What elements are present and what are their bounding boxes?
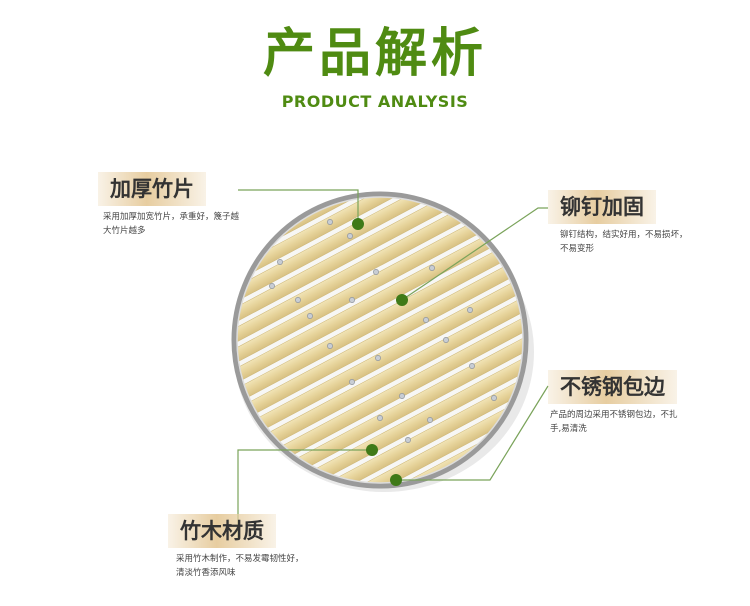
- page-subtitle: PRODUCT ANALYSIS: [281, 92, 469, 111]
- feature-label-bamboo-material: 竹木材质: [168, 514, 276, 548]
- feature-desc-line: 采用竹木制作，不易发霉韧性好，: [176, 554, 304, 564]
- marker-dot-steel: [390, 474, 402, 486]
- bamboo-slat: [236, 254, 524, 426]
- rivet: [423, 317, 429, 323]
- rivet: [467, 307, 473, 313]
- feature-desc-steel-edge: 产品的周边采用不锈钢包边，不扎 手,易清洗: [550, 408, 678, 436]
- rivet: [427, 417, 433, 423]
- feature-desc-line: 大竹片越多: [103, 226, 146, 236]
- rivets: [269, 219, 497, 443]
- bamboo-slat: [236, 196, 483, 331]
- bamboo-slat: [268, 333, 524, 484]
- steel-rim-highlight: [236, 196, 524, 484]
- feature-desc-bamboo-material: 采用竹木制作，不易发霉韧性好， 清淡竹香添风味: [176, 552, 304, 580]
- callout-line-steel: [396, 385, 549, 481]
- rivet: [491, 395, 497, 401]
- rivet: [347, 233, 353, 239]
- feature-desc-line: 铆钉结构，结实好用，不易损坏，: [560, 230, 688, 240]
- feature-desc-line: 产品的周边采用不锈钢包边，不扎: [550, 410, 678, 420]
- rivet: [405, 437, 411, 443]
- rivet: [307, 313, 313, 319]
- rivet: [429, 265, 435, 271]
- feature-desc-line: 采用加厚加宽竹片，承重好，篾子越: [103, 212, 240, 222]
- rivet: [295, 297, 301, 303]
- steel-rim: [231, 191, 529, 489]
- rivet: [269, 283, 275, 289]
- rivet: [277, 259, 283, 265]
- page-title: 产品解析: [262, 24, 487, 84]
- feature-desc-rivet: 铆钉结构，结实好用，不易损坏， 不易变形: [560, 228, 688, 256]
- rivet: [375, 355, 381, 361]
- bamboo-slat: [236, 196, 492, 347]
- rivet: [327, 343, 333, 349]
- rivet: [399, 393, 405, 399]
- feature-label-rivet: 铆钉加固: [548, 190, 656, 224]
- rivet: [349, 297, 355, 303]
- feature-desc-line: 清淡竹香添风味: [176, 568, 236, 578]
- feature-label-steel-edge: 不锈钢包边: [548, 370, 677, 404]
- marker-dot-thickness: [352, 218, 364, 230]
- callout-line-rivet: [401, 207, 548, 301]
- rivet: [373, 269, 379, 275]
- callout-line-material: [237, 449, 372, 540]
- rivet: [327, 219, 333, 225]
- feature-desc-line: 不易变形: [560, 244, 595, 254]
- rivet: [377, 415, 383, 421]
- rivet: [443, 337, 449, 343]
- rivet: [469, 363, 475, 369]
- callout-markers: [352, 218, 408, 486]
- callout-line-thickness: [238, 189, 359, 222]
- bamboo-slat: [277, 349, 524, 484]
- marker-dot-material: [366, 444, 378, 456]
- feature-desc-thick-bamboo: 采用加厚加宽竹片，承重好，篾子越 大竹片越多: [103, 210, 239, 238]
- rivet: [349, 379, 355, 385]
- callout-lines: [237, 189, 549, 540]
- feature-label-thick-bamboo: 加厚竹片: [98, 172, 206, 206]
- bamboo-slats: [236, 196, 524, 484]
- feature-desc-line: 手,易清洗: [550, 424, 587, 434]
- marker-dot-rivet: [396, 294, 408, 306]
